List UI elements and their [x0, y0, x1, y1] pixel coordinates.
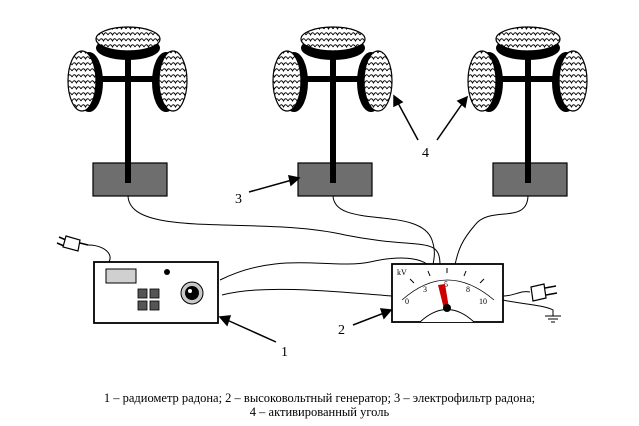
radiometer-display [105, 268, 137, 284]
radiometer-button-3 [137, 300, 148, 311]
crossbar [94, 76, 162, 82]
meter-tick-label-8: 8 [466, 285, 470, 294]
cable-filter2-generator [332, 194, 435, 266]
filter-assembly-2 [272, 26, 393, 197]
cable-radiometer-filter [219, 257, 429, 281]
meter-tick-label-0: 0 [405, 297, 409, 306]
radiometer-button-4 [149, 300, 160, 311]
cable-radiometer-generator [221, 288, 393, 297]
leader-arrows [218, 94, 469, 343]
radon-radiometer [93, 261, 219, 324]
arrow-to-filter [248, 179, 293, 193]
radiometer-knob [180, 281, 204, 305]
meter-scale-arc [401, 279, 495, 301]
meter-unit: kV [397, 268, 407, 277]
carbon-top [300, 26, 366, 60]
meter-tick-label-3: 3 [423, 285, 427, 294]
power-plug-icon [56, 235, 89, 252]
arrow-to-radiometer [226, 319, 277, 343]
label-radiometer: 1 [281, 345, 288, 360]
meter-pivot [443, 304, 451, 312]
mast [125, 45, 131, 183]
ground-icon [502, 299, 561, 323]
crossbar [299, 76, 367, 82]
radiometer-button-1 [137, 288, 148, 299]
cable-filter3-generator [454, 194, 529, 266]
carbon-top [95, 26, 161, 60]
power-plug-icon [530, 283, 558, 302]
carbon-right [357, 50, 393, 112]
label-generator: 2 [338, 323, 345, 338]
meter-tick-label-10: 10 [479, 297, 487, 306]
cable-filter1-generator [127, 194, 441, 266]
meter-needle [438, 284, 449, 309]
filter-assembly-1 [67, 26, 188, 197]
arrow-to-carbon-right [436, 103, 463, 141]
caption-line-1: 1 – радиометр радона; 2 – высоковольтный… [103, 391, 536, 405]
label-filter: 3 [235, 192, 242, 207]
meter-tick-label-5: 5 [444, 280, 448, 289]
caption-line-2: 4 – активированный уголь [249, 405, 390, 419]
label-carbon: 4 [422, 146, 429, 161]
carbon-left [467, 50, 503, 112]
cable-generator-plug [502, 291, 531, 297]
mast [330, 45, 336, 183]
crossbar [494, 76, 562, 82]
mast [525, 45, 531, 183]
carbon-left [272, 50, 308, 112]
high-voltage-generator: kV 0 3 5 8 10 [391, 263, 504, 323]
carbon-right [552, 50, 588, 112]
arrow-to-generator [352, 312, 385, 326]
arrow-to-carbon-left [397, 102, 419, 141]
radiometer-indicator [164, 269, 170, 275]
meter-ticks [409, 268, 485, 284]
radiometer-button-2 [149, 288, 160, 299]
filter-assembly-3 [467, 26, 588, 197]
cables [87, 194, 531, 297]
carbon-top [495, 26, 561, 60]
carbon-right [152, 50, 188, 112]
carbon-left [67, 50, 103, 112]
